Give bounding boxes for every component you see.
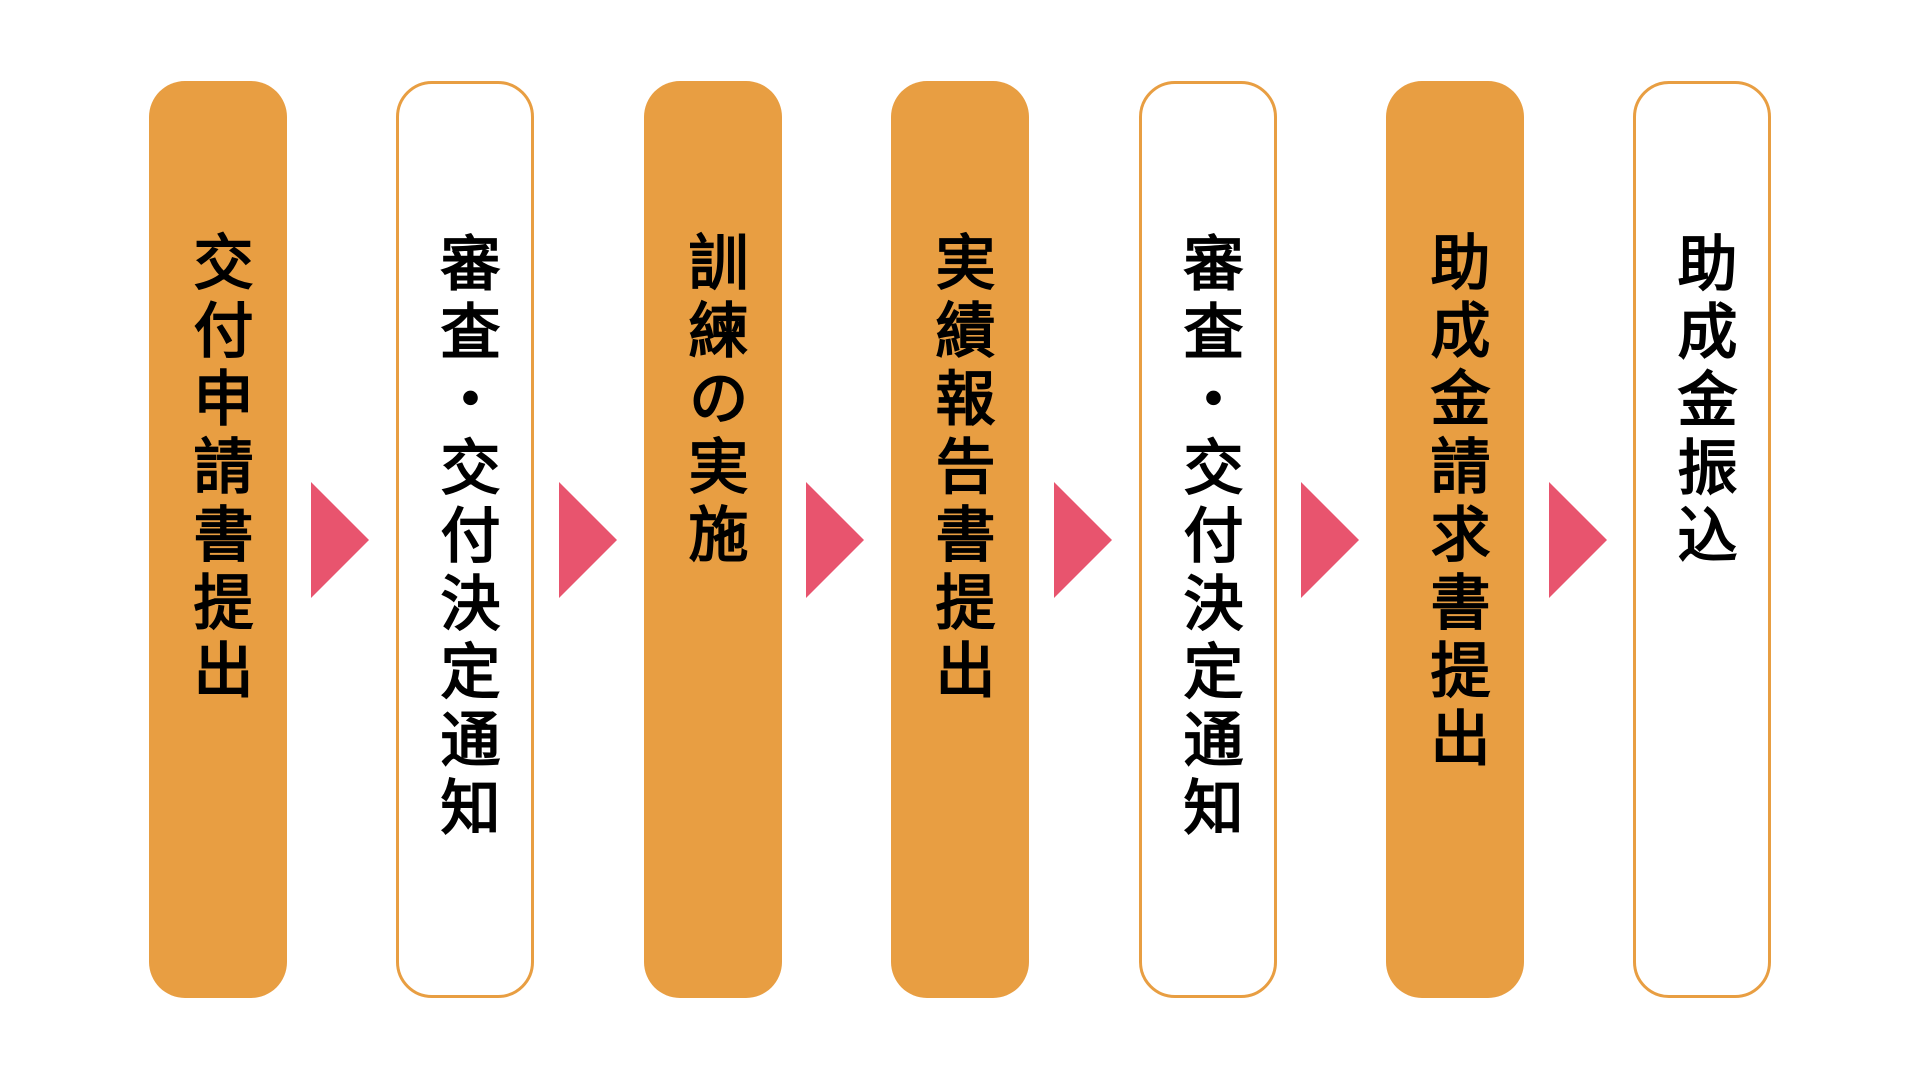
step-5-box: 審査・交付決定通知 <box>1139 81 1277 998</box>
step-6-label: 助成金請求書提出 <box>1420 231 1490 775</box>
step-2-box: 審査・交付決定通知 <box>396 81 534 998</box>
triangle-right-icon <box>559 482 617 598</box>
triangle-right-icon <box>311 482 369 598</box>
step-2-label: 審査・交付決定通知 <box>430 232 500 844</box>
triangle-right-icon <box>806 482 864 598</box>
step-5-label: 審査・交付決定通知 <box>1173 232 1243 844</box>
step-7-label: 助成金振込 <box>1667 232 1737 572</box>
step-3-box: 訓練の実施 <box>644 81 782 998</box>
step-4-box: 実績報告書提出 <box>891 81 1029 998</box>
step-1-label: 交付申請書提出 <box>183 231 253 707</box>
step-4-label: 実績報告書提出 <box>925 231 995 707</box>
triangle-right-icon <box>1054 482 1112 598</box>
triangle-right-icon <box>1549 482 1607 598</box>
step-6-box: 助成金請求書提出 <box>1386 81 1524 998</box>
step-7-box: 助成金振込 <box>1633 81 1771 998</box>
step-3-label: 訓練の実施 <box>678 231 748 571</box>
triangle-right-icon <box>1301 482 1359 598</box>
step-1-box: 交付申請書提出 <box>149 81 287 998</box>
